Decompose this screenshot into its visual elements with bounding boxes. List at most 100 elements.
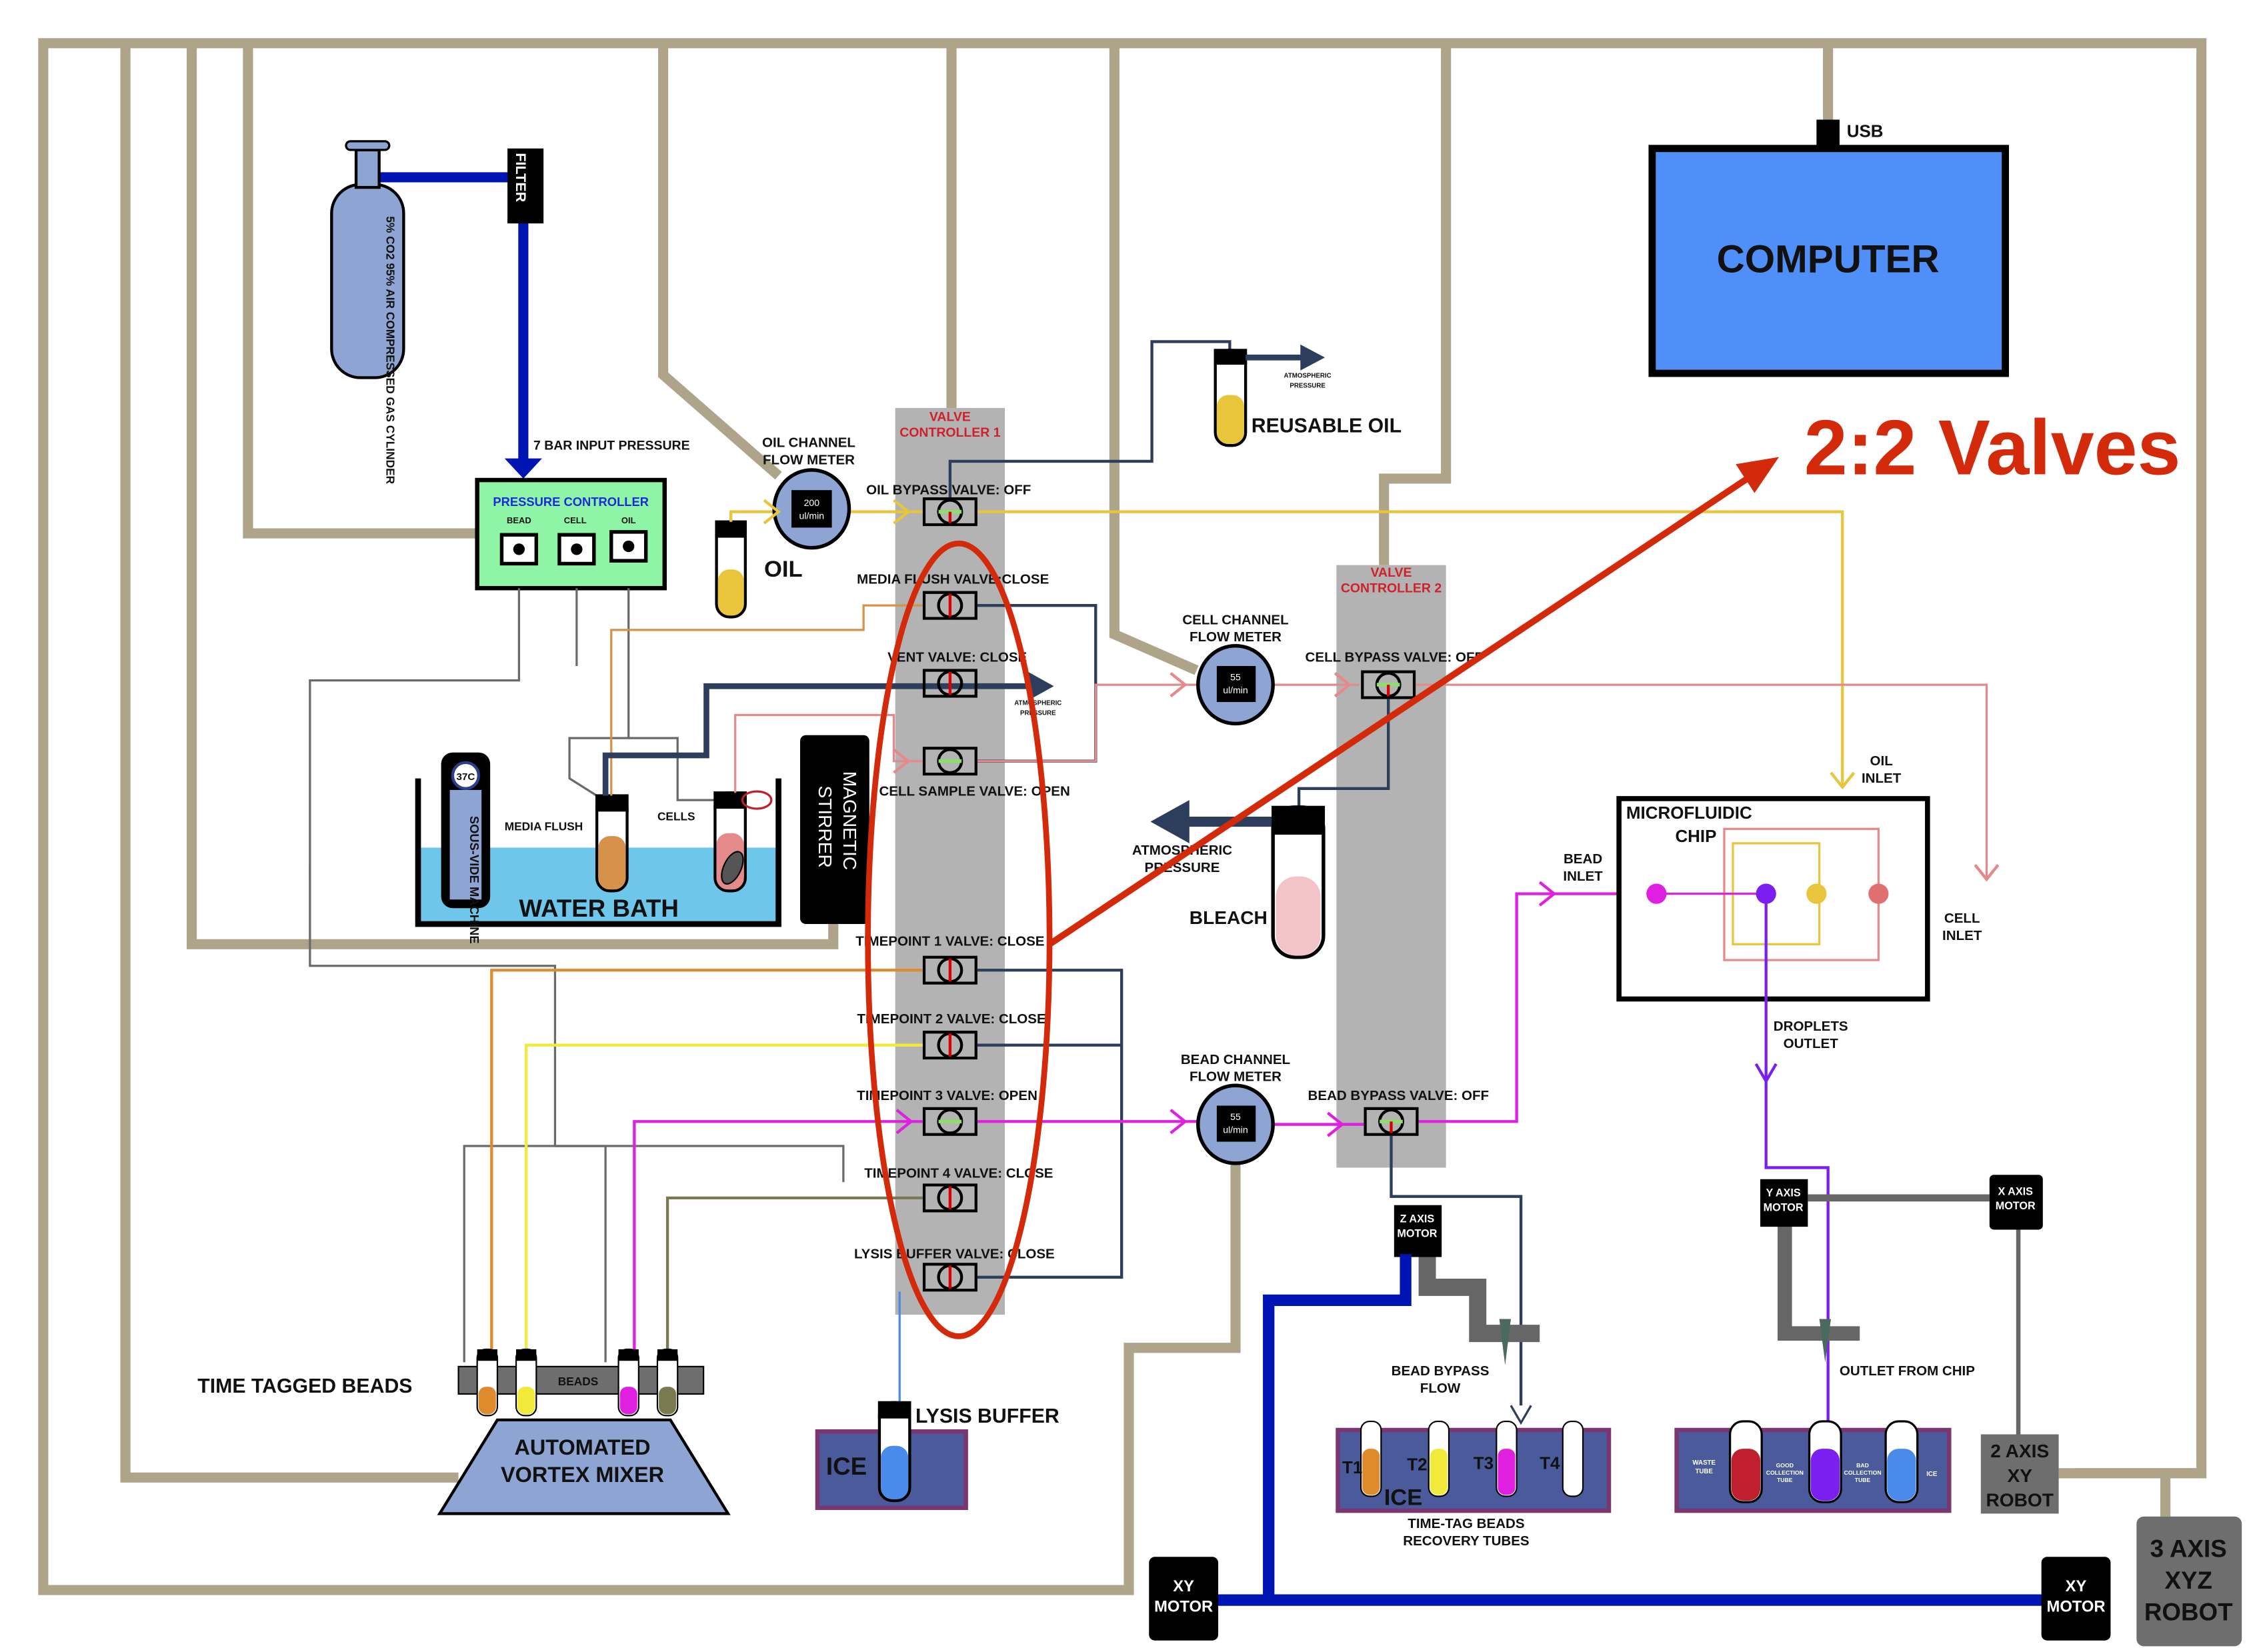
waste-label-2: TUBE xyxy=(1695,1468,1713,1475)
xy-motor-right-label-1: XY xyxy=(2066,1577,2087,1595)
knob-icon[interactable] xyxy=(609,530,648,563)
cell-line xyxy=(977,683,1197,763)
waste-tube xyxy=(1728,1420,1763,1503)
two-axis-xy-robot[interactable] xyxy=(1980,1434,2059,1514)
computer[interactable] xyxy=(1648,145,2009,377)
channel-oil-label: OIL xyxy=(621,515,636,525)
valve-label-cell-sample: CELL SAMPLE VALVE: OPEN xyxy=(879,784,1069,799)
bead-tube-t3 xyxy=(617,1348,639,1417)
bead-flow-value: 55 xyxy=(1230,1111,1241,1122)
bad-label-1: BAD xyxy=(1856,1462,1869,1469)
annotation-arrow xyxy=(1047,473,1754,947)
atmosphere-arrow-icon xyxy=(1300,344,1326,371)
xy-motor-left-label-1: XY xyxy=(1173,1577,1194,1595)
recovery-label-t4: T4 xyxy=(1540,1454,1560,1473)
pressure-lines xyxy=(309,588,845,1363)
oil-line xyxy=(729,510,923,522)
z-axis-arm xyxy=(1418,1254,1540,1343)
vortex-mixer[interactable] xyxy=(437,1418,731,1515)
bleach-atm-arrow-icon xyxy=(1150,800,1190,843)
bleach-tube xyxy=(1271,805,1326,959)
oil-inlet-label-1: OIL xyxy=(1870,753,1893,769)
good-label-2: COLLECTION xyxy=(1766,1469,1804,1476)
xy-motor-left-label-2: MOTOR xyxy=(1154,1597,1213,1615)
oil-inlet-arrow-icon xyxy=(1830,771,1856,790)
bad-label-3: TUBE xyxy=(1855,1477,1871,1483)
microfluidic-chip xyxy=(1616,796,1930,1002)
t2-line xyxy=(525,1043,923,1355)
recovery-tube-t1 xyxy=(1360,1420,1382,1497)
collection-ice-label: ICE xyxy=(1926,1471,1938,1478)
xy-motor-right[interactable] xyxy=(2041,1557,2111,1641)
xy-motor-left[interactable] xyxy=(1149,1557,1219,1641)
computer-label: COMPUTER xyxy=(1717,238,1940,281)
cell-sample-line xyxy=(734,713,923,793)
channel-cell-label: CELL xyxy=(564,515,587,525)
bead-bypass-flow-label-1: BEAD BYPASS xyxy=(1392,1363,1490,1379)
cells-tube xyxy=(713,790,773,893)
vc2-label-2: CONTROLLER 2 xyxy=(1341,581,1442,596)
waste-label-1: WASTE xyxy=(1692,1459,1716,1467)
y-axis-motor[interactable] xyxy=(1760,1179,1808,1227)
three-axis-xyz-robot[interactable] xyxy=(2136,1516,2242,1647)
usb-port xyxy=(1816,119,1840,146)
cell-flow-unit: ul/min xyxy=(1223,685,1248,695)
bead-flow-meter: 55 ul/min xyxy=(1196,1083,1275,1165)
gas-arrow-icon xyxy=(504,458,542,479)
outlet-label-1: DROPLETS xyxy=(1774,1019,1848,1034)
stirrer-label-2: STIRRER xyxy=(815,785,835,867)
valve-label-timepoint-3: TIMEPOINT 3 VALVE: OPEN xyxy=(857,1088,1037,1103)
y-axis-arm xyxy=(1777,1225,1860,1341)
three-axis-label-3: ROBOT xyxy=(2144,1598,2233,1625)
tube-label-t3: T3 xyxy=(622,1376,635,1389)
three-axis-label-1: 3 AXIS xyxy=(2150,1535,2227,1562)
annotation-arrowhead-icon xyxy=(1736,457,1780,493)
two-axis-label-3: ROBOT xyxy=(1986,1490,2053,1511)
cell-flow-label-2: FLOW METER xyxy=(1190,629,1282,645)
reusable-oil-label: REUSABLE OIL xyxy=(1252,415,1402,437)
valve-label-oil-bypass: OIL BYPASS VALVE: OFF xyxy=(866,483,1031,498)
lysis-buffer-label: LYSIS BUFFER xyxy=(915,1405,1059,1427)
bead-tube-t4 xyxy=(656,1348,679,1417)
outlet-from-chip-label: OUTLET FROM CHIP xyxy=(1840,1363,1975,1379)
z-axis-motor[interactable] xyxy=(1394,1205,1442,1257)
t1-line xyxy=(490,969,923,1355)
vent-line xyxy=(602,683,1038,796)
media-flush-label: MEDIA FLUSH xyxy=(505,819,583,833)
recovery-tube-t3 xyxy=(1496,1420,1518,1497)
time-tagged-beads-label: TIME TAGGED BEADS xyxy=(197,1375,412,1397)
sous-vide-temp: 37C xyxy=(457,771,475,783)
knob-icon[interactable] xyxy=(557,533,596,566)
bead-bypass-line xyxy=(1390,1135,1523,1406)
vc1-label-1: VALVE xyxy=(929,409,971,424)
channel-bead-label: BEAD xyxy=(507,515,531,525)
recovery-ice-label: ICE xyxy=(1384,1485,1423,1510)
bead-inlet-label-2: INLET xyxy=(1563,869,1603,884)
tube-label-t1: T1 xyxy=(481,1376,495,1389)
bead-flow-label-2: FLOW METER xyxy=(1190,1069,1282,1085)
reusable-oil-atm-2: PRESSURE xyxy=(1290,383,1326,390)
knob-icon[interactable] xyxy=(499,533,539,566)
outlet-label-2: OUTLET xyxy=(1784,1036,1839,1051)
gas-cylinder: 5% CO2 95% AIR COMPRESSED GAS CYLINDER xyxy=(330,140,405,485)
x-motor-label-1: X AXIS xyxy=(1998,1186,2033,1198)
oil-flow-meter: 200 ul/min xyxy=(772,468,851,550)
valve-label-media-flush: MEDIA FLUSH VALVE:CLOSE xyxy=(857,572,1049,587)
valve-label-cell-bypass: CELL BYPASS VALVE: OFF xyxy=(1306,649,1484,665)
valve-label-timepoint-2: TIMEPOINT 2 VALVE: CLOSE xyxy=(857,1011,1045,1027)
bleach-atm-1: ATMOSPHERIC xyxy=(1132,843,1232,858)
oil-bypass-line xyxy=(977,510,1844,786)
recovery-label-t2: T2 xyxy=(1407,1456,1427,1475)
recovery-label-1: TIME-TAG BEADS xyxy=(1408,1516,1524,1531)
recovery-tube-t4 xyxy=(1562,1420,1584,1497)
thermometer-icon xyxy=(451,761,481,790)
power-cables xyxy=(38,38,2207,1595)
chip-title-1: MICROFLUIDIC xyxy=(1626,804,1752,823)
x-axis-motor[interactable] xyxy=(1989,1175,2043,1230)
valve-label-timepoint-4: TIMEPOINT 4 VALVE: CLOSE xyxy=(864,1166,1053,1181)
oil-flow-meter-label-2: FLOW METER xyxy=(763,452,855,467)
bead-tube-t2 xyxy=(515,1348,537,1417)
sous-vide-label: SOUS-VIDE MACHINE xyxy=(467,816,481,944)
valve-controller-2 xyxy=(1336,565,1446,1168)
valve-label-lysis-buffer: LYSIS BUFFER VALVE: CLOSE xyxy=(854,1247,1055,1262)
